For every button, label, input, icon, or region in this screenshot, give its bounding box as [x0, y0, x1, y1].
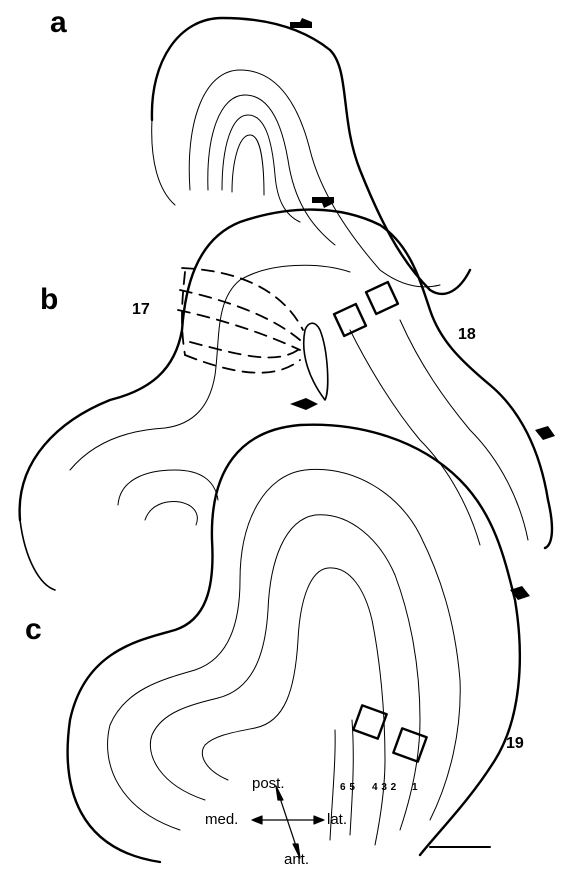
orientation-arrows: [252, 786, 324, 858]
layer-label-left: 6 5: [340, 783, 355, 793]
section-c-inner-4: [350, 720, 353, 835]
arrowhead-icon: [535, 426, 555, 440]
section-b-inner-3: [145, 502, 197, 525]
section-a-outline: [152, 18, 470, 294]
section-a-core: [232, 135, 264, 195]
layer-label-right: 4 3 2: [372, 783, 397, 793]
arrowhead-icon: [312, 197, 334, 208]
panel-label-a: a: [50, 8, 67, 38]
arrowheads: [290, 18, 555, 600]
area-label-19: 19: [506, 736, 524, 752]
electrode-tracks: [178, 268, 303, 373]
panel-label-c: c: [25, 615, 42, 645]
section-b-lateral-1: [350, 330, 480, 545]
compass-label-med: med.: [205, 812, 238, 827]
layer-label-outer: 1: [412, 783, 418, 793]
section-b-left-lobe: [20, 520, 55, 590]
sample-square: [366, 282, 398, 314]
sample-square: [334, 304, 366, 336]
section-b-sulcus: [304, 323, 328, 400]
section-b-inner-2: [118, 470, 218, 505]
section-a-left-edge: [152, 120, 175, 205]
section-b-outline: [20, 210, 552, 548]
area-label-17: 17: [132, 302, 150, 318]
arrowhead-icon: [290, 398, 318, 410]
panel-label-b: b: [40, 285, 58, 315]
section-b-lateral-2: [400, 320, 528, 540]
compass-label-post: post.: [252, 776, 285, 791]
sample-square: [393, 728, 426, 761]
sample-square: [353, 705, 386, 738]
section-c-inner-3: [202, 568, 385, 845]
section-c-outline: [68, 425, 520, 862]
compass-label-ant: ant.: [284, 852, 309, 867]
arrowhead-icon: [290, 18, 312, 28]
compass-label-lat: lat.: [327, 812, 347, 827]
area-label-18: 18: [458, 327, 476, 343]
